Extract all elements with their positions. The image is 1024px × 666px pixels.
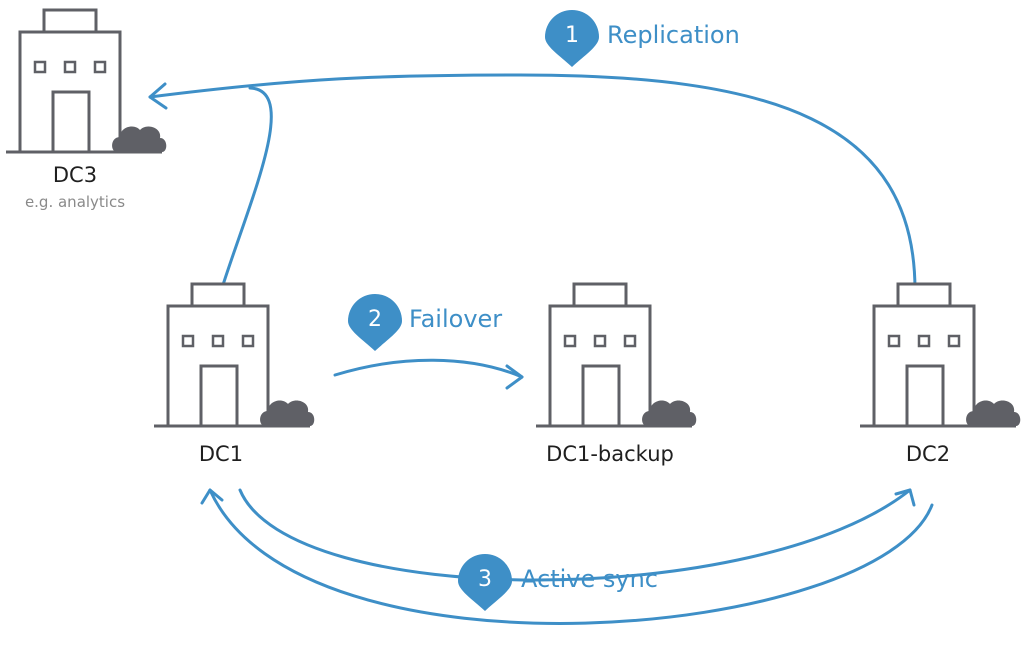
dc3-name: DC3 [52,163,98,187]
dc1-backup-name: DC1-backup [546,442,674,466]
dc3-subtitle: e.g. analytics [24,193,126,211]
sync-arrow-dc1-to-dc2 [238,488,912,582]
failover-arrowhead [505,364,524,390]
step-2-number: 2 [368,307,382,332]
failover-arrow [333,358,524,379]
dc3-building-icon [4,8,168,154]
dc1-name: DC1 [198,442,244,466]
step-2-label: Failover [409,305,503,333]
dc1-backup-building-icon [534,282,698,428]
dc2-name: DC2 [905,442,951,466]
step-1-number: 1 [565,23,579,48]
step-3-number: 3 [478,567,492,592]
sync-arrowhead-dc1 [200,488,224,505]
replication-arrowhead [148,82,168,110]
sync-arrow-dc2-to-dc1 [208,488,934,625]
dc1-building-icon [152,282,316,428]
step-3-label: Active sync [521,565,658,593]
step-1-label: Replication [607,21,740,49]
replication-arrow-dc2 [148,73,917,292]
replication-arrow-dc1 [220,86,273,290]
sync-arrowhead-dc2 [894,488,916,507]
dc2-building-icon [858,282,1022,428]
